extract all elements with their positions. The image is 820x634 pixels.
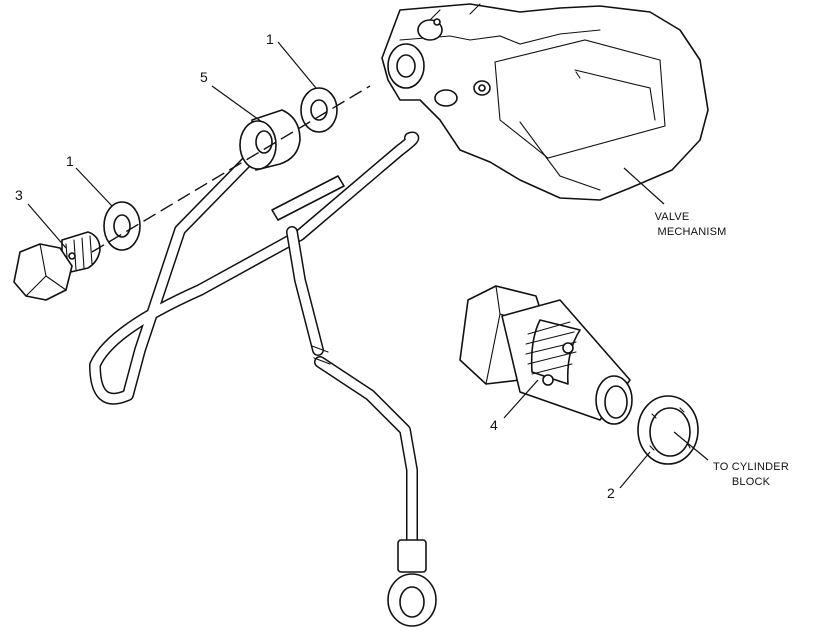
gasket (637, 395, 699, 465)
banjo-bolt (13, 231, 101, 301)
washer-upper (300, 87, 338, 133)
leader-3 (27, 203, 67, 249)
leader-1-top (277, 41, 317, 89)
caption-cylinder-line2: BLOCK (732, 476, 771, 488)
banjo-fitting (239, 109, 301, 171)
lower-banjo-fitting (387, 539, 437, 627)
leader-valve-mechanism (623, 167, 665, 205)
connector-fitting (459, 285, 633, 425)
washer-lower (103, 201, 141, 251)
callout-3: 3 (15, 187, 23, 203)
callout-5: 5 (200, 69, 208, 85)
leader-5 (211, 85, 263, 123)
callout-1-mid: 1 (66, 153, 74, 169)
callout-4: 4 (490, 417, 498, 433)
caption-valve-line1: VALVE (655, 211, 690, 223)
oil-line-tube (89, 131, 420, 546)
leader-4 (503, 379, 539, 419)
leader-cylinder-block (673, 431, 709, 461)
callout-1-top: 1 (266, 31, 274, 47)
assembly-axis (91, 85, 371, 253)
valve-mechanism-housing (381, 3, 709, 201)
caption-valve-line2: MECHANISM (657, 226, 726, 238)
leader-1-mid (75, 167, 113, 207)
leader-2 (619, 451, 651, 489)
callout-2: 2 (607, 485, 615, 501)
caption-cylinder-line1: TO CYLINDER (713, 461, 789, 473)
